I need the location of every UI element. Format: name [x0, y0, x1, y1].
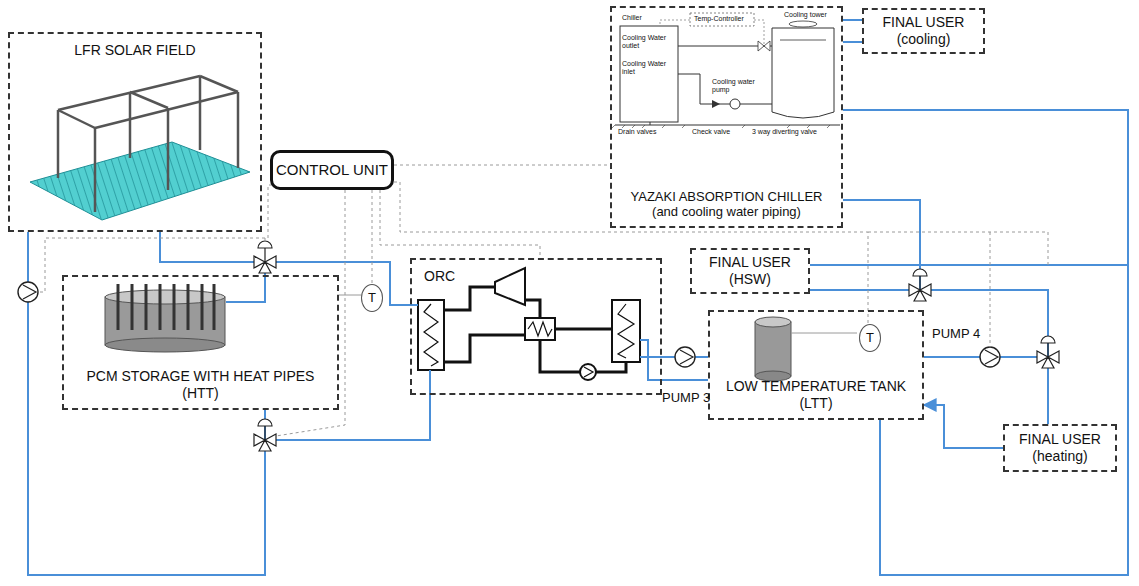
node-label: T [368, 290, 376, 306]
low-temperature-tank-box: LOW TEMPERATURE TANK (LTT) T [708, 310, 924, 420]
signal-connector [380, 190, 540, 258]
signal-connector [394, 165, 610, 166]
pipe-connector [843, 200, 1048, 357]
orc-box: ORC [410, 258, 662, 395]
pump-symbol [980, 347, 1000, 367]
node-label: CONTROL UNIT [276, 161, 388, 179]
pipe-connector [924, 357, 1048, 424]
three-way-valve [254, 241, 276, 273]
part-label: Check valve [692, 128, 730, 136]
node-label: LOW TEMPERATURE TANK (LTT) [721, 378, 911, 412]
part-label: Cooling Water inlet [622, 60, 676, 76]
part-label: Drain valves [618, 128, 657, 136]
orc-cycle-illustration [410, 268, 662, 395]
absorption-chiller-illustration [612, 13, 840, 128]
final-user-box: FINAL USER (HSW) [690, 248, 810, 294]
node-label: T [866, 330, 874, 346]
pipe-connector [843, 110, 1128, 575]
pump-symbol [18, 282, 38, 302]
signal-connector [339, 295, 361, 296]
part-label: Cooling water pump [712, 78, 768, 94]
three-way-valve [909, 269, 931, 301]
part-label: 3 way diverting valve [752, 128, 817, 136]
part-label: Cooling tower [784, 11, 827, 19]
three-way-valve [1037, 336, 1059, 368]
pipe-connector [662, 379, 708, 381]
temperature-sensor: T [361, 284, 383, 312]
pump-symbol [675, 347, 695, 367]
signal-connector [372, 190, 373, 284]
part-label: Temp-Controller [694, 15, 744, 23]
final-user-box: FINAL USER (cooling) [862, 8, 985, 54]
pipe-connector [924, 405, 1003, 448]
temperature-sensor: T [859, 324, 881, 352]
part-label: Chiller [622, 14, 642, 22]
node-label: LFR SOLAR FIELD [74, 42, 195, 59]
part-label: Cooling Water outlet [622, 34, 676, 50]
three-way-valve [254, 419, 276, 451]
pipe-connector [810, 290, 1048, 357]
ltt-tank-illustration [755, 317, 857, 381]
pipe-connector [265, 395, 430, 440]
pcm-storage-box: PCM STORAGE WITH HEAT PIPES (HTT) [62, 275, 339, 410]
signal-wires [38, 185, 1048, 436]
pump-label: PUMP 3 [662, 391, 710, 406]
pipe-connector [160, 232, 265, 275]
pcm-tank-illustration [105, 277, 265, 352]
pipe-connector [28, 232, 430, 575]
pump-label: PUMP 4 [932, 327, 980, 342]
node-label: PCM STORAGE WITH HEAT PIPES (HTT) [81, 368, 321, 402]
node-label: FINAL USER (heating) [1010, 431, 1110, 465]
node-label: FINAL USER (cooling) [874, 14, 974, 48]
solar-field-box: LFR SOLAR FIELD [8, 32, 262, 232]
node-label: FINAL USER (HSW) [700, 254, 800, 288]
node-label: YAZAKI ABSORPTION CHILLER (and cooling w… [619, 189, 834, 220]
node-label: ORC [424, 268, 455, 285]
lfr-field-illustration [30, 76, 250, 220]
pipe-connector [843, 19, 862, 21]
final-user-box: FINAL USER (heating) [1003, 424, 1117, 472]
pipe-connector [843, 41, 862, 43]
control-unit-box: CONTROL UNIT [270, 150, 394, 190]
